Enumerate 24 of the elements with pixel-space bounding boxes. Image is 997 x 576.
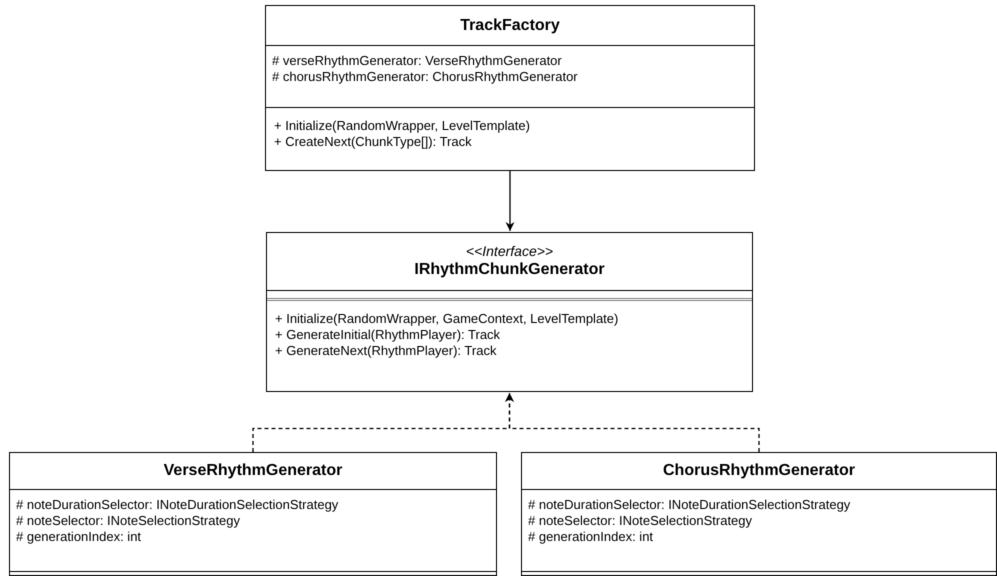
interface-box bbox=[266, 232, 753, 392]
attribute-text: # noteDurationSelector: INoteDurationSelectionStrategy bbox=[16, 497, 338, 513]
class-name: IRhythmChunkGenerator bbox=[414, 260, 605, 280]
attribute-text: # noteSelector: INoteSelectionStrategy bbox=[16, 513, 240, 529]
association-arrow bbox=[506, 171, 514, 231]
attribute-text: # generationIndex: int bbox=[528, 529, 654, 545]
attribute-text: # noteSelector: INoteSelectionStrategy bbox=[528, 513, 752, 529]
class-name: TrackFactory bbox=[460, 16, 560, 36]
class-box bbox=[521, 452, 997, 576]
attribute-text: # chorusRhythmGenerator: ChorusRhythmGenerator bbox=[272, 69, 578, 85]
method-text: + CreateNext(ChunkType[]): Track bbox=[274, 134, 472, 150]
method-text: + GenerateInitial(RhythmPlayer): Track bbox=[275, 327, 500, 343]
class-name: ChorusRhythmGenerator bbox=[662, 461, 856, 481]
class-box bbox=[265, 5, 755, 171]
stereotype-label: <<Interface>> bbox=[466, 243, 554, 260]
attribute-text: # noteDurationSelector: INoteDurationSelectionStrategy bbox=[528, 497, 850, 513]
realization-arrow bbox=[505, 393, 760, 452]
method-text: + Initialize(RandomWrapper, LevelTemplate) bbox=[274, 118, 530, 134]
attribute-text: # verseRhythmGenerator: VerseRhythmGenerator bbox=[272, 53, 562, 69]
attribute-text: # generationIndex: int bbox=[16, 529, 142, 545]
class-box bbox=[9, 452, 497, 576]
method-text: + Initialize(RandomWrapper, GameContext, LevelTemplate) bbox=[275, 311, 618, 327]
method-text: + GenerateNext(RhythmPlayer): Track bbox=[275, 343, 496, 359]
class-name: VerseRhythmGenerator bbox=[164, 461, 342, 481]
